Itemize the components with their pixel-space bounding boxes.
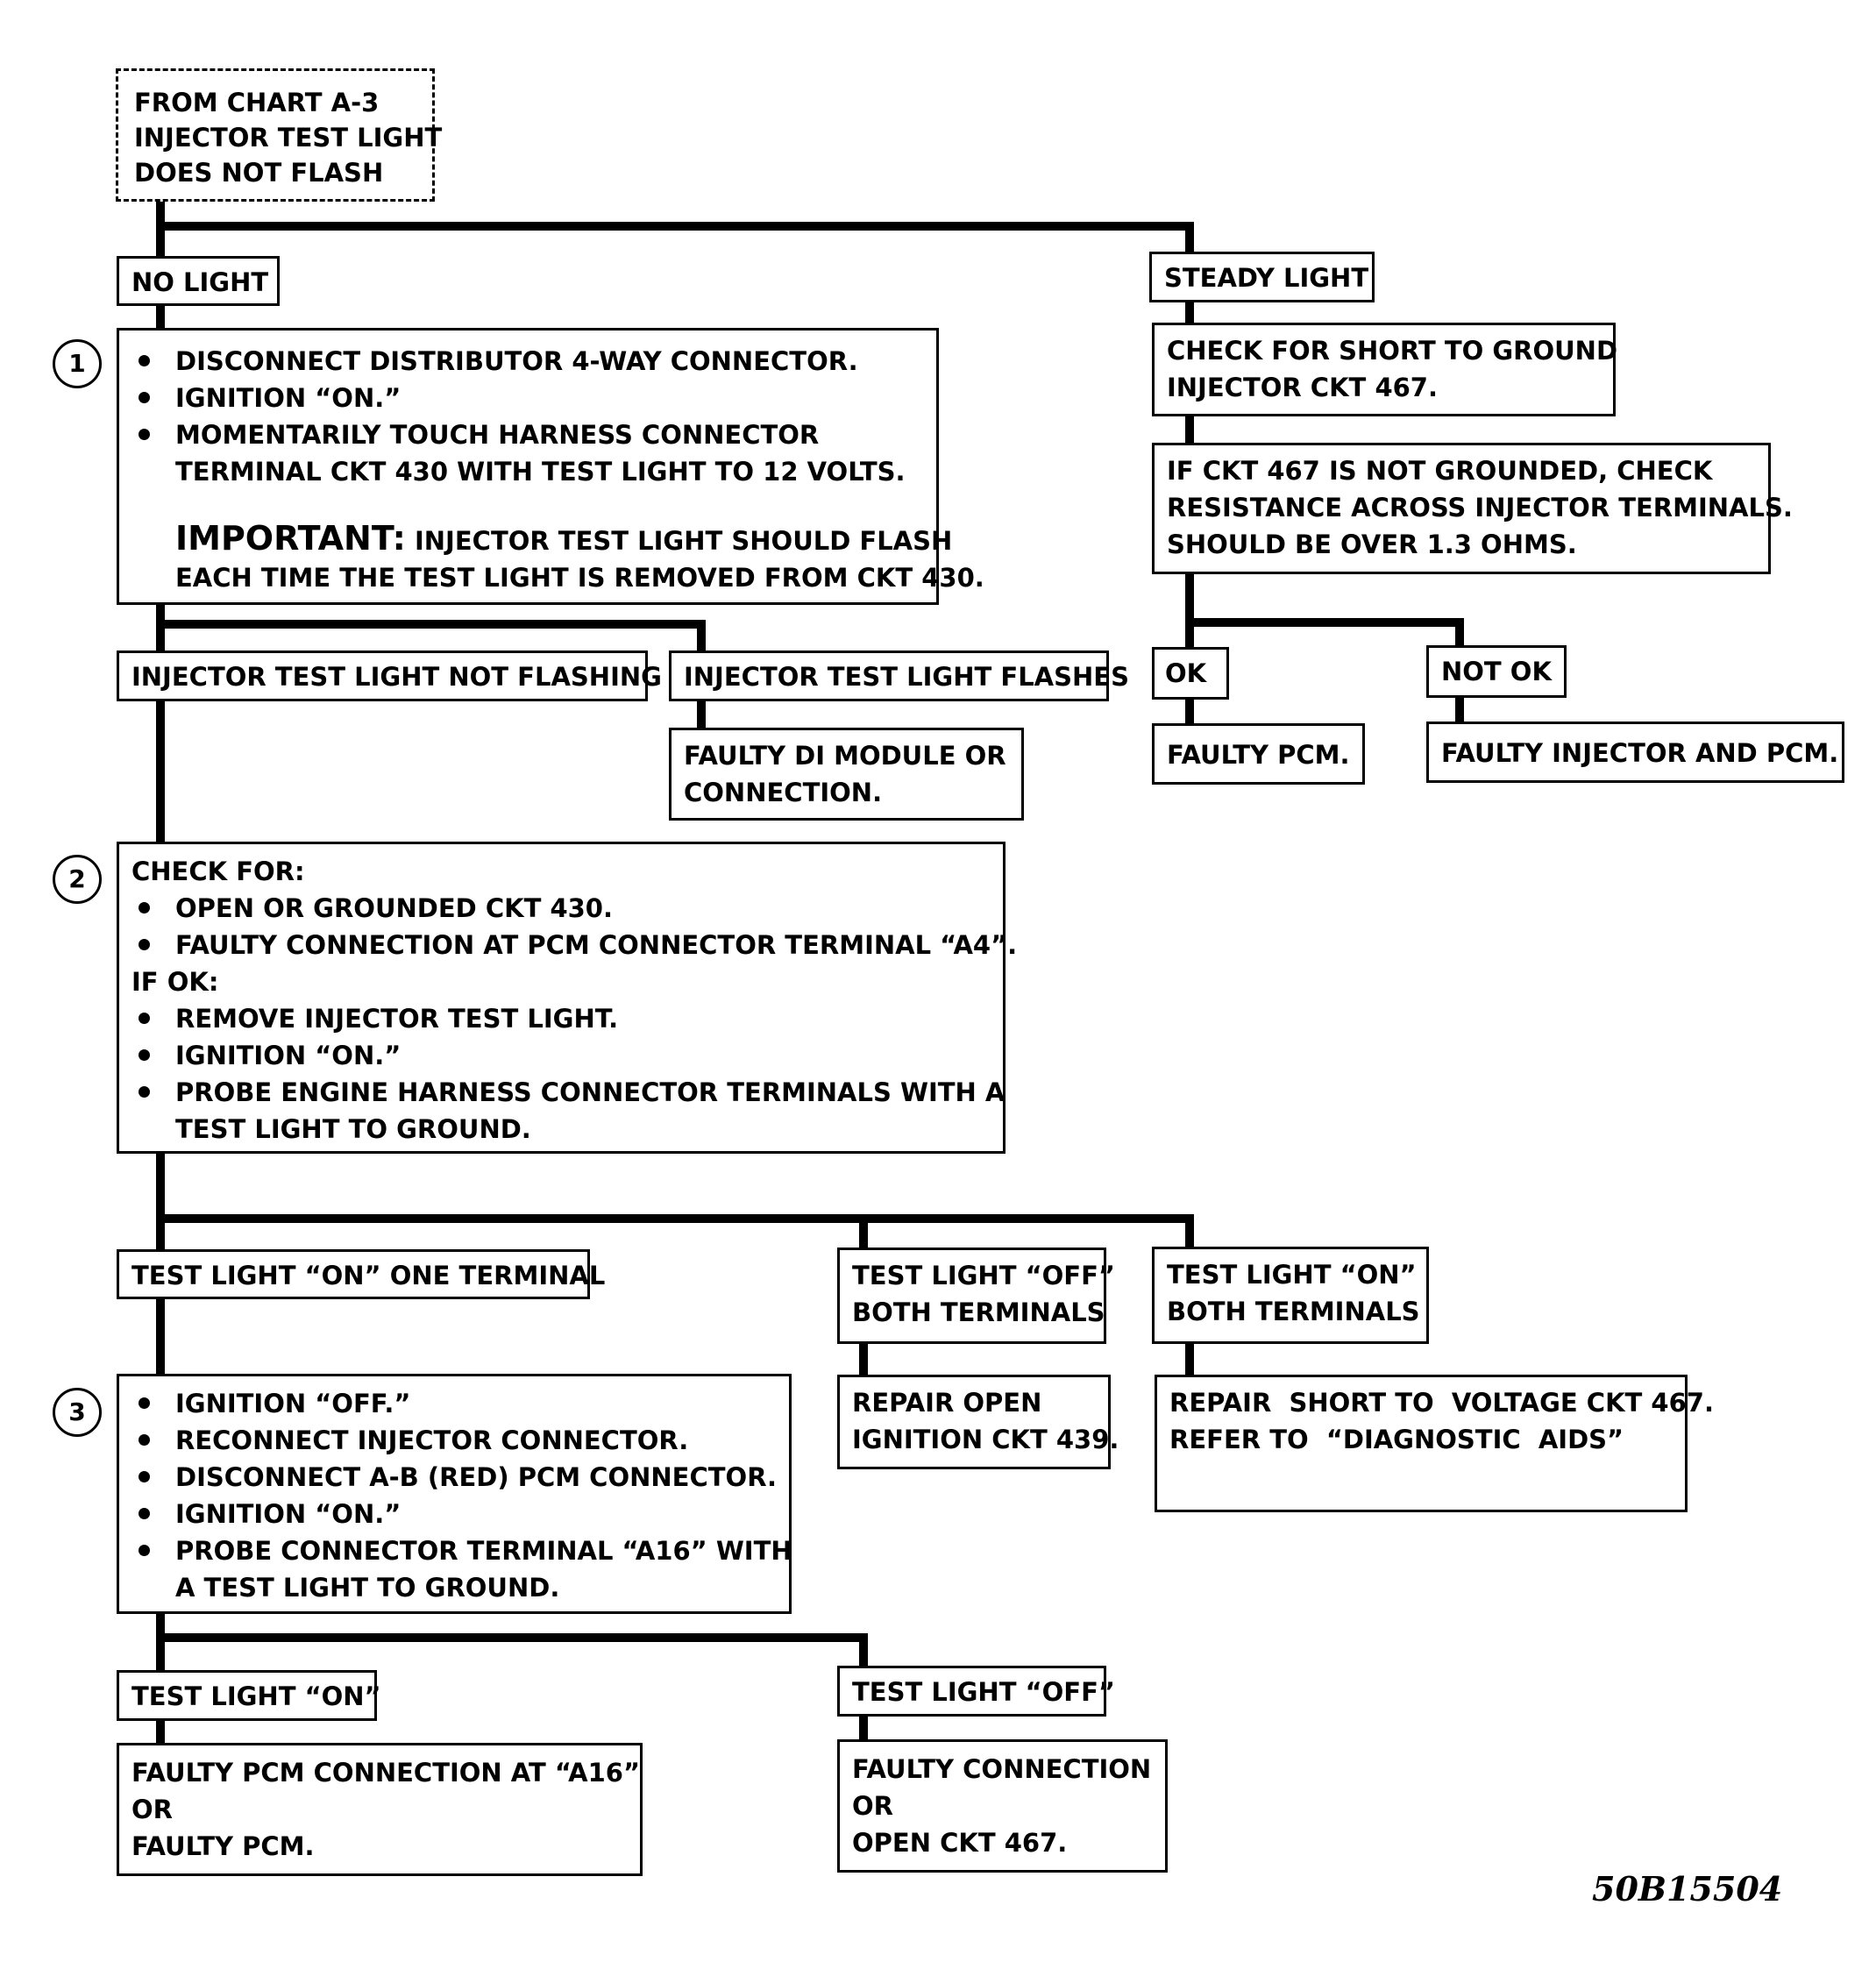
step3-bullet: IGNITION “OFF.” <box>131 1385 777 1422</box>
injector-not-flashing-box: INJECTOR TEST LIGHT NOT FLASHING <box>117 650 662 701</box>
faulty-connection-box: FAULTY CONNECTION OR OPEN CKT 467. <box>837 1739 1168 1873</box>
check-short-line: INJECTOR CKT 467. <box>1167 373 1438 402</box>
step3-bullet: IGNITION “ON.” <box>131 1496 777 1532</box>
injector-not-flashing-label: INJECTOR TEST LIGHT NOT FLASHING <box>131 662 662 692</box>
ok-box: OK <box>1152 647 1229 700</box>
not-ok-label: NOT OK <box>1441 657 1552 686</box>
check-resistance-line: SHOULD BE OVER 1.3 OHMS. <box>1167 530 1577 559</box>
step1-box: DISCONNECT DISTRIBUTOR 4-WAY CONNECTOR. … <box>117 328 984 605</box>
step3-bullet: PROBE CONNECTOR TERMINAL “A16” WITH <box>131 1532 792 1569</box>
check-for-label: CHECK FOR: <box>131 857 305 886</box>
step2-check-bullet: FAULTY CONNECTION AT PCM CONNECTOR TERMI… <box>131 927 1017 963</box>
entry-line: DOES NOT FLASH <box>134 158 384 188</box>
important-note: IMPORTANT: INJECTOR TEST LIGHT SHOULD FL… <box>131 519 952 559</box>
steady-light-label: STEADY LIGHT <box>1164 263 1369 293</box>
faulty-pcm-connection-line: FAULTY PCM CONNECTION AT “A16” <box>131 1758 641 1788</box>
repair-open-line: REPAIR OPEN <box>852 1388 1042 1418</box>
faulty-injector-pcm-box: FAULTY INJECTOR AND PCM. <box>1426 722 1844 783</box>
repair-short-line: REFER TO “DIAGNOSTIC AIDS” <box>1169 1425 1624 1454</box>
injector-flashes-box: INJECTOR TEST LIGHT FLASHES <box>669 650 1129 701</box>
tl-on-box: TEST LIGHT “ON” <box>117 1670 381 1721</box>
faulty-connection-line: OPEN CKT 467. <box>852 1828 1068 1858</box>
faulty-injector-pcm-label: FAULTY INJECTOR AND PCM. <box>1441 738 1839 768</box>
step2-box: CHECK FOR: OPEN OR GROUNDED CKT 430. FAU… <box>117 842 1017 1154</box>
injector-flashes-label: INJECTOR TEST LIGHT FLASHES <box>684 662 1129 692</box>
faulty-di-line: FAULTY DI MODULE OR <box>684 741 1006 771</box>
if-ok-label: IF OK: <box>131 967 219 997</box>
step1-bullet: IGNITION “ON.” <box>131 380 924 416</box>
not-ok-box: NOT OK <box>1426 645 1567 698</box>
step2-ok-bullet: PROBE ENGINE HARNESS CONNECTOR TERMINALS… <box>131 1074 1005 1111</box>
repair-short-line: REPAIR SHORT TO VOLTAGE CKT 467. <box>1169 1388 1714 1418</box>
step3-bullet: DISCONNECT A-B (RED) PCM CONNECTOR. <box>131 1459 777 1496</box>
faulty-pcm-box: FAULTY PCM. <box>1152 723 1365 785</box>
tl-on-one-terminal-label: TEST LIGHT “ON” ONE TERMINAL <box>131 1261 606 1290</box>
tl-on-both-box: TEST LIGHT “ON” BOTH TERMINALS <box>1152 1247 1429 1344</box>
step-number: 3 <box>68 1397 86 1426</box>
repair-open-box: REPAIR OPEN IGNITION CKT 439. <box>837 1375 1119 1469</box>
check-resistance-line: RESISTANCE ACROSS INJECTOR TERMINALS. <box>1167 493 1793 522</box>
tl-on-label: TEST LIGHT “ON” <box>131 1681 381 1711</box>
important-text: INJECTOR TEST LIGHT SHOULD FLASH <box>415 526 953 556</box>
tl-off-both-line: BOTH TERMINALS <box>852 1297 1105 1327</box>
step-marker-3: 3 <box>53 1388 102 1437</box>
faulty-pcm-connection-box: FAULTY PCM CONNECTION AT “A16” OR FAULTY… <box>117 1743 643 1876</box>
figure-code: 50B15504 <box>1592 1869 1783 1909</box>
tl-on-both-line: BOTH TERMINALS <box>1167 1297 1420 1326</box>
faulty-pcm-label: FAULTY PCM. <box>1167 740 1350 770</box>
faulty-di-line: CONNECTION. <box>684 778 883 807</box>
tl-off-box: TEST LIGHT “OFF” <box>837 1666 1115 1717</box>
step-marker-1: 1 <box>53 339 102 388</box>
step2-ok-bullet: IGNITION “ON.” <box>131 1037 991 1074</box>
no-light-box: NO LIGHT <box>117 256 280 306</box>
step2-check-bullet: OPEN OR GROUNDED CKT 430. <box>131 890 991 927</box>
spacer <box>131 490 924 520</box>
check-resistance-box: IF CKT 467 IS NOT GROUNDED, CHECK RESIST… <box>1152 443 1793 574</box>
step-marker-2: 2 <box>53 855 102 904</box>
check-short-box: CHECK FOR SHORT TO GROUND INJECTOR CKT 4… <box>1152 323 1618 416</box>
faulty-pcm-connection-line: OR <box>131 1795 173 1824</box>
step1-bullet: DISCONNECT DISTRIBUTOR 4-WAY CONNECTOR. <box>131 343 924 380</box>
step2-ok-bullet-cont: TEST LIGHT TO GROUND. <box>175 1114 531 1144</box>
check-resistance-line: IF CKT 467 IS NOT GROUNDED, CHECK <box>1167 456 1713 486</box>
entry-line: INJECTOR TEST LIGHT <box>134 123 443 153</box>
tl-off-both-box: TEST LIGHT “OFF” BOTH TERMINALS <box>837 1248 1115 1344</box>
tl-on-both-line: TEST LIGHT “ON” <box>1167 1260 1417 1290</box>
step3-bullet-cont: A TEST LIGHT TO GROUND. <box>175 1573 560 1603</box>
tl-off-both-line: TEST LIGHT “OFF” <box>852 1261 1115 1290</box>
repair-short-box: REPAIR SHORT TO VOLTAGE CKT 467. REFER T… <box>1155 1375 1714 1512</box>
important-label: IMPORTANT: <box>175 519 406 558</box>
step3-bullet: RECONNECT INJECTOR CONNECTOR. <box>131 1422 777 1459</box>
step1-bullet: MOMENTARILY TOUCH HARNESS CONNECTOR <box>131 416 924 453</box>
step-number: 1 <box>68 349 86 378</box>
steady-light-box: STEADY LIGHT <box>1149 252 1375 302</box>
step3-box: IGNITION “OFF.” RECONNECT INJECTOR CONNE… <box>117 1374 792 1614</box>
step-number: 2 <box>68 864 86 893</box>
ok-label: OK <box>1165 658 1207 688</box>
step2-ok-bullet: REMOVE INJECTOR TEST LIGHT. <box>131 1000 991 1037</box>
faulty-pcm-connection-line: FAULTY PCM. <box>131 1831 315 1861</box>
step1-bullet-cont: TERMINAL CKT 430 WITH TEST LIGHT TO 12 V… <box>175 457 906 487</box>
entry-line: FROM CHART A-3 <box>134 88 380 117</box>
tl-off-label: TEST LIGHT “OFF” <box>852 1677 1115 1707</box>
check-short-line: CHECK FOR SHORT TO GROUND <box>1167 336 1618 366</box>
repair-open-line: IGNITION CKT 439. <box>852 1425 1119 1454</box>
faulty-connection-line: OR <box>852 1791 893 1821</box>
entry-box: FROM CHART A-3 INJECTOR TEST LIGHT DOES … <box>116 68 443 202</box>
faulty-di-box: FAULTY DI MODULE OR CONNECTION. <box>669 728 1024 821</box>
faulty-connection-line: FAULTY CONNECTION <box>852 1754 1152 1784</box>
tl-on-one-terminal-box: TEST LIGHT “ON” ONE TERMINAL <box>117 1249 605 1299</box>
no-light-label: NO LIGHT <box>131 267 269 297</box>
important-cont: EACH TIME THE TEST LIGHT IS REMOVED FROM… <box>175 563 984 593</box>
